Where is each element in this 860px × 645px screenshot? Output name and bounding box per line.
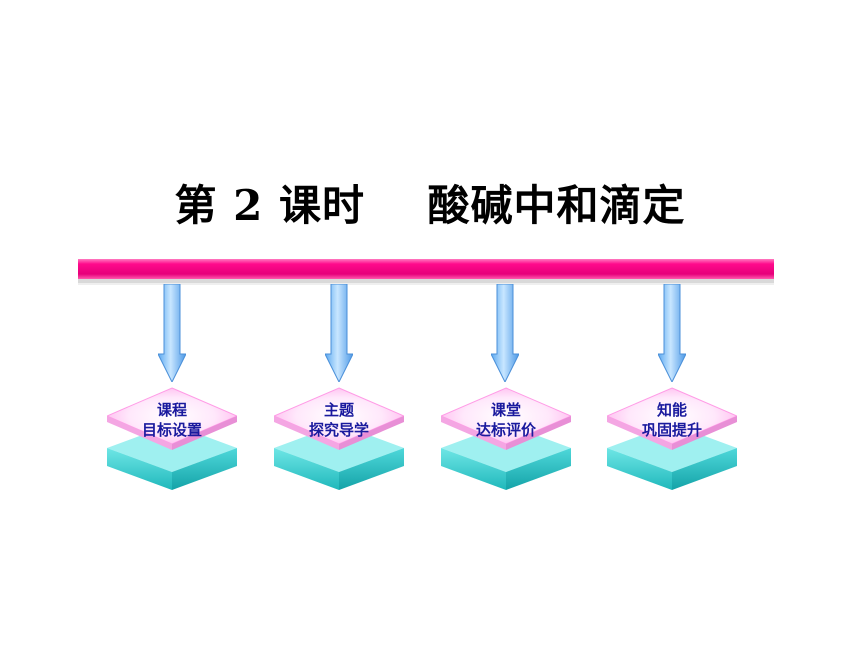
lesson-title: 第 2 课时 酸碱中和滴定 [174, 181, 686, 230]
nav-tile-label[interactable]: 课堂 达标评价 [441, 400, 571, 440]
nav-tile-class-evaluation[interactable] [441, 386, 571, 494]
down-arrow-icon [491, 284, 519, 382]
nav-tile-knowledge-review[interactable] [607, 386, 737, 494]
nav-tile-label-line1: 课程 [156, 401, 187, 419]
nav-tile-label[interactable]: 主题 探究导学 [274, 400, 404, 440]
nav-tile-course-goals[interactable] [107, 386, 237, 494]
nav-tile-label-line1: 课堂 [490, 401, 521, 419]
nav-tile-label-line2: 探究导学 [308, 421, 369, 439]
nav-tile-label-line2: 巩固提升 [641, 421, 702, 439]
nav-tile-label-line1: 知能 [656, 401, 687, 419]
title-divider-bar [78, 259, 774, 285]
nav-tile-label-line2: 目标设置 [141, 421, 202, 439]
nav-tile-label[interactable]: 课程 目标设置 [107, 400, 237, 440]
nav-tile-topic-study[interactable] [274, 386, 404, 494]
down-arrow-icon [158, 284, 186, 382]
nav-tile-label-line2: 达标评价 [475, 421, 536, 439]
nav-tile-label-line1: 主题 [323, 401, 354, 419]
down-arrow-icon [658, 284, 686, 382]
down-arrow-icon [325, 284, 353, 382]
nav-tile-label[interactable]: 知能 巩固提升 [607, 400, 737, 440]
